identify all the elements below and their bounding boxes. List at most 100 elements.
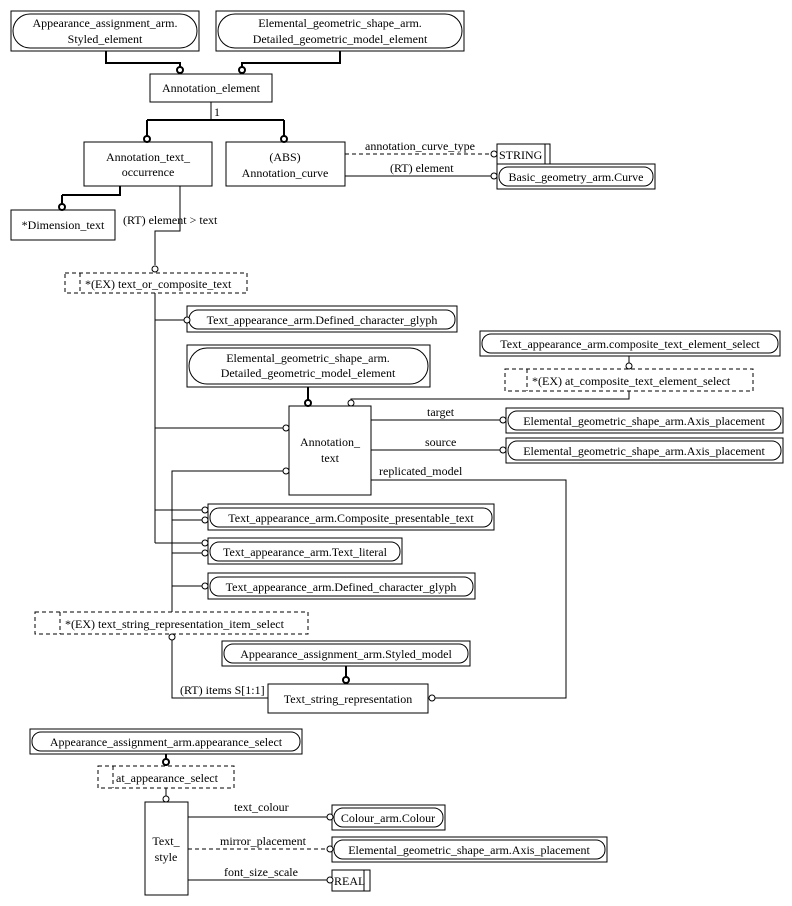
entity-axis-mirror: Elemental_geometric_shape_arm.Axis_place… <box>331 836 608 863</box>
circle-marker <box>151 265 159 273</box>
select-at-appearance: at_appearance_select <box>97 765 235 789</box>
text-colour-label: text_colour <box>234 800 289 814</box>
annotation-text-line1: Annotation_ <box>300 435 361 449</box>
circle-marker <box>201 516 209 524</box>
entity-dimension-text: *Dimension_text <box>10 209 116 241</box>
circle-marker <box>238 66 246 74</box>
select-text-or-composite-text: *(EX) text_or_composite_text <box>64 272 248 294</box>
circle-marker <box>428 694 436 702</box>
entity-detailed-model-top: Elemental_geometric_shape_arm. Detailed_… <box>215 10 465 52</box>
entity-basic-curve: Basic_geometry_arm.Curve <box>496 163 656 190</box>
circle-marker <box>183 316 191 324</box>
entity-styled-element: Appearance_assignment_arm. Styled_elemen… <box>10 10 200 52</box>
circle-marker <box>326 845 334 853</box>
type-string: STRING <box>496 143 551 165</box>
text-literal-label: Text_appearance_arm.Text_literal <box>223 545 388 559</box>
styled-element-line1: Appearance_assignment_arm. <box>33 16 178 30</box>
entity-annotation-text-occurrence: Annotation_text_ occurrence <box>83 141 213 187</box>
circle-marker <box>490 150 498 158</box>
connector-lines <box>61 51 630 881</box>
source-label: source <box>425 435 456 449</box>
defined-glyph-2-label: Text_appearance_arm.Defined_character_gl… <box>226 580 457 594</box>
text-or-composite-text-label: *(EX) text_or_composite_text <box>85 277 232 291</box>
detailed-model-top-line2: Detailed_geometric_model_element <box>253 32 428 46</box>
circle-marker <box>499 416 507 424</box>
real-label: REAL <box>334 874 365 888</box>
detailed-model-top-line1: Elemental_geometric_shape_arm. <box>258 16 422 30</box>
circle-marker <box>168 633 176 641</box>
items-label: (RT) items S[1:1] <box>180 683 265 697</box>
text-style-line1: Text_ <box>152 834 180 848</box>
entity-colour: Colour_arm.Colour <box>331 804 446 831</box>
defined-glyph-1-label: Text_appearance_arm.Defined_character_gl… <box>207 313 438 327</box>
entity-defined-glyph-2: Text_appearance_arm.Defined_character_gl… <box>207 572 476 600</box>
annotation-curve-line2: Annotation_curve <box>242 166 329 180</box>
circle-marker <box>176 66 184 74</box>
annotation-element-label: Annotation_element <box>162 81 261 95</box>
at-composite-text-element-select-label: *(EX) at_composite_text_element_select <box>532 374 731 388</box>
circle-marker <box>280 135 288 143</box>
styled-model-label: Appearance_assignment_arm.Styled_model <box>240 647 452 661</box>
circle-marker <box>326 813 334 821</box>
circle-marker <box>625 362 633 370</box>
entity-axis-target: Elemental_geometric_shape_arm.Axis_place… <box>505 407 784 434</box>
axis-target-label: Elemental_geometric_shape_arm.Axis_place… <box>523 414 765 428</box>
entity-composite-presentable-text: Text_appearance_arm.Composite_presentabl… <box>207 503 495 531</box>
entity-text-style: Text_ style <box>144 801 189 896</box>
detailed-model-mid-line1: Elemental_geometric_shape_arm. <box>226 351 390 365</box>
circle-marker <box>347 399 355 407</box>
string-label: STRING <box>499 148 543 162</box>
circle-marker <box>143 135 151 143</box>
select-text-string-rep-item: *(EX) text_string_representation_item_se… <box>34 611 309 635</box>
font-size-scale-label: font_size_scale <box>224 865 298 879</box>
circle-marker <box>201 506 209 514</box>
detailed-model-mid-line2: Detailed_geometric_model_element <box>221 366 396 380</box>
axis-source-label: Elemental_geometric_shape_arm.Axis_place… <box>523 444 765 458</box>
text-string-rep-item-select-label: *(EX) text_string_representation_item_se… <box>65 617 285 631</box>
annotation-text-occurrence-line1: Annotation_text_ <box>106 150 191 164</box>
entity-composite-text-element-select: Text_appearance_arm.composite_text_eleme… <box>479 330 781 357</box>
circle-marker <box>162 795 170 803</box>
composite-text-element-select-label: Text_appearance_arm.composite_text_eleme… <box>500 337 760 351</box>
target-label: target <box>427 405 455 419</box>
circle-marker <box>304 399 312 407</box>
entity-annotation-curve: (ABS) Annotation_curve <box>225 141 346 187</box>
styled-element-line2: Styled_element <box>68 32 143 46</box>
annotation-text-line2: text <box>321 451 340 465</box>
text-string-representation-label: Text_string_representation <box>284 692 412 706</box>
circle-marker <box>326 876 334 884</box>
element-text-label: (RT) element > text <box>123 213 218 227</box>
select-at-composite-text-element: *(EX) at_composite_text_element_select <box>504 368 754 392</box>
entity-defined-glyph-1: Text_appearance_arm.Defined_character_gl… <box>186 305 458 333</box>
circle-marker <box>162 758 170 766</box>
circle-marker <box>342 676 350 684</box>
cardinality-label: 1 <box>214 105 220 119</box>
basic-curve-label: Basic_geometry_arm.Curve <box>509 170 644 184</box>
mirror-placement-label: mirror_placement <box>220 834 307 848</box>
circle-marker <box>201 549 209 557</box>
entity-annotation-element: Annotation_element <box>149 73 273 103</box>
circle-marker <box>201 539 209 547</box>
circle-marker <box>58 203 66 211</box>
end-circles <box>58 66 633 884</box>
circle-marker <box>282 424 290 432</box>
entity-styled-model: Appearance_assignment_arm.Styled_model <box>221 640 471 667</box>
entity-detailed-model-mid: Elemental_geometric_shape_arm. Detailed_… <box>186 344 431 388</box>
annotation-curve-type-label: annotation_curve_type <box>365 139 475 153</box>
circle-marker <box>282 467 290 475</box>
dimension-text-label: *Dimension_text <box>22 218 105 232</box>
appearance-select-label: Appearance_assignment_arm.appearance_sel… <box>50 735 283 749</box>
entity-text-literal: Text_appearance_arm.Text_literal <box>207 537 403 565</box>
annotation-curve-line1: (ABS) <box>269 150 300 164</box>
entity-annotation-text: Annotation_ text <box>288 405 372 496</box>
type-real: REAL <box>331 869 371 892</box>
entity-axis-source: Elemental_geometric_shape_arm.Axis_place… <box>505 437 784 464</box>
circle-marker <box>201 582 209 590</box>
composite-presentable-text-label: Text_appearance_arm.Composite_presentabl… <box>228 511 474 525</box>
text-style-line2: style <box>155 850 178 864</box>
replicated-model-label: replicated_model <box>379 464 463 478</box>
axis-mirror-label: Elemental_geometric_shape_arm.Axis_place… <box>348 843 590 857</box>
annotation-text-occurrence-line2: occurrence <box>122 165 175 179</box>
colour-label: Colour_arm.Colour <box>341 811 435 825</box>
